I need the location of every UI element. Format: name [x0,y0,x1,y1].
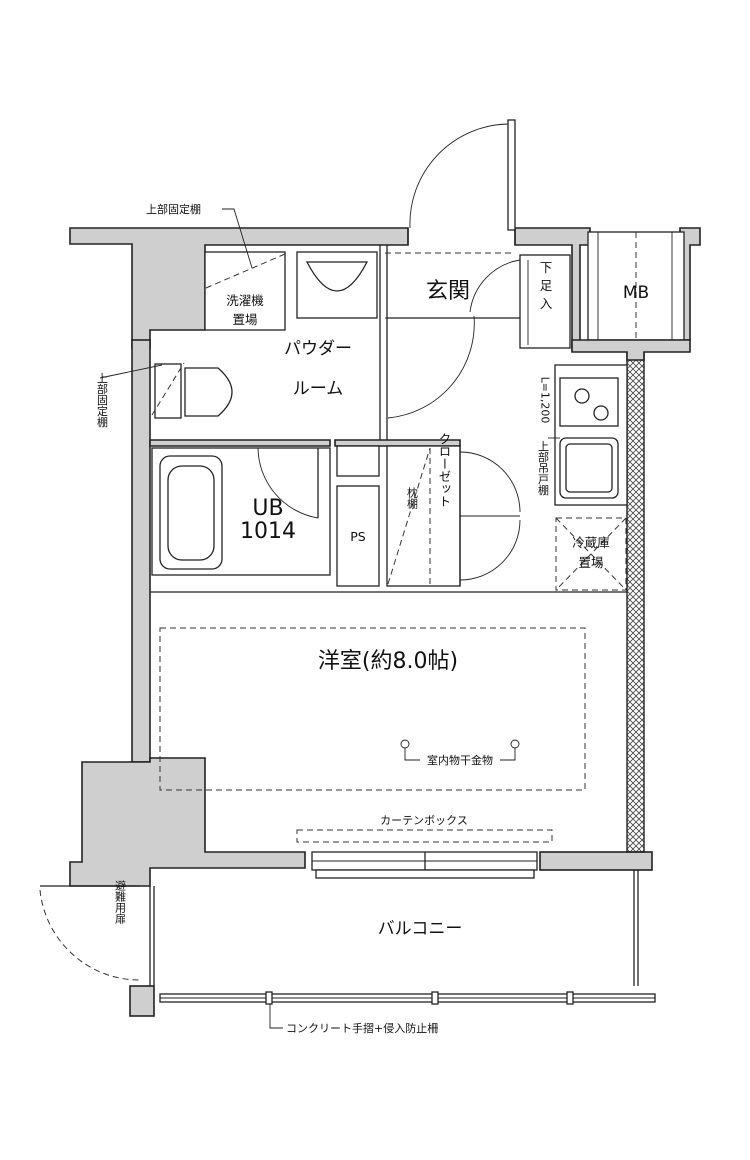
drying-hardware-label: 室内物干金物 [427,753,493,767]
kitchen-cabinet-label: 上部吊戸棚 [537,440,550,496]
makura-shelf-label: 枕棚 [406,486,419,510]
ps-label: PS [350,529,366,544]
fridge-label-2: 置場 [578,555,603,570]
western-room-label: 洋室(約8.0帖) [318,649,458,674]
walls [69,227,701,1017]
closet-label: クローゼット [437,433,452,508]
kitchen-length-label: L=1,200 [539,377,552,424]
powder-room-label-1: パウダー [284,339,352,359]
room-labels: 玄関 下 足 入 MB パウダー ルーム 洗濯機 置場 上部固定棚 上部固定棚 … [96,202,650,1035]
shoebox-label-3: 入 [540,296,553,311]
unit-bath-label-1: UB [252,496,283,521]
balcony [39,870,656,1029]
curtain-box-label: カーテンボックス [380,814,468,827]
washer-label-1: 洗濯機 [226,293,264,308]
evacuation-door-label: 避難用扉 [114,879,127,925]
shoebox-label-2: 足 [540,278,553,293]
washer-label-2: 置場 [232,312,257,327]
fridge-label-1: 冷蔵庫 [572,535,610,550]
partitions [149,245,627,593]
genkan-label: 玄関 [426,279,470,304]
upper-shelf-label-side: 上部固定棚 [96,372,109,428]
mb-label: MB [623,283,649,303]
unit-bath-label-2: 1014 [240,519,296,544]
leader-lines [99,208,556,434]
shoebox-label-1: 下 [540,260,553,275]
powder-room-label-2: ルーム [293,379,344,399]
upper-shelf-label-top: 上部固定棚 [146,202,201,216]
kitchen [548,364,628,591]
balcony-label: バルコニー [378,919,463,939]
main-room [159,627,586,879]
railing-label: コンクリート手摺+侵入防止柵 [286,1021,438,1035]
